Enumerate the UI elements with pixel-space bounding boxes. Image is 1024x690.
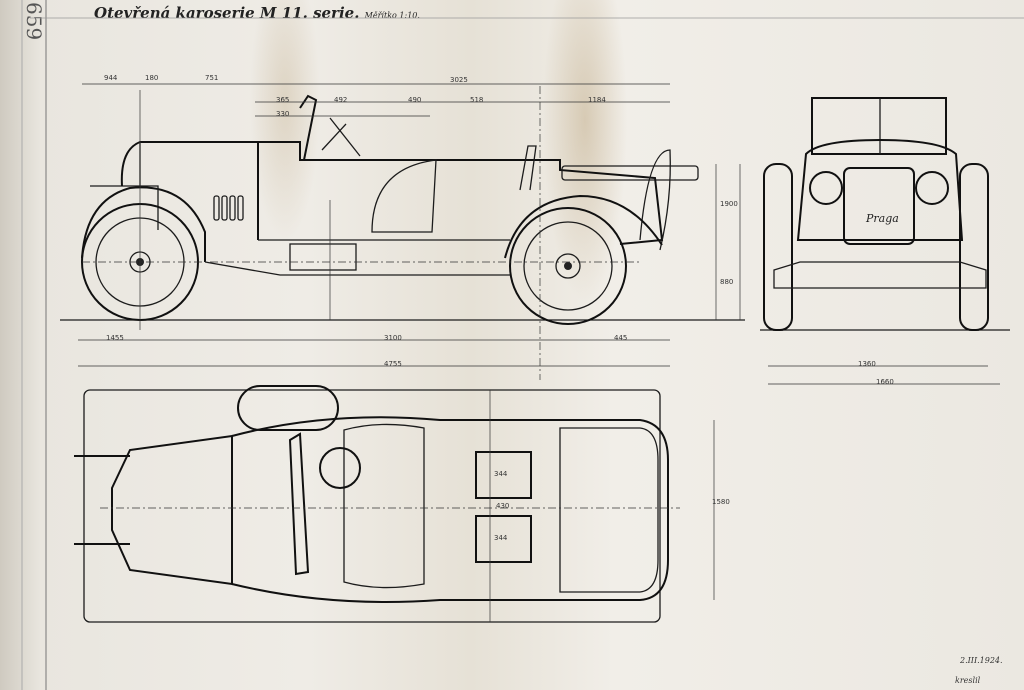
dim-side-bottom-1: 1455 (106, 334, 124, 342)
side-view (60, 83, 745, 380)
drawing-title: Otevřená karoserie M 11. serie. Měřítko … (94, 4, 420, 22)
brand-script: Praga (865, 212, 899, 225)
plan-view (74, 385, 715, 623)
rear-wheel (509, 207, 627, 325)
left-front-tyre (763, 163, 793, 331)
dim-side-top-2: 180 (145, 74, 159, 82)
dim-plan-seat-2: 344 (494, 534, 508, 542)
dim-front-width-2: 1660 (876, 378, 894, 386)
dim-side-top-3: 751 (205, 74, 219, 82)
dim-side-top-1: 944 (104, 74, 118, 82)
dim-plan-seat-1: 344 (494, 470, 508, 478)
rear-fender (504, 194, 663, 259)
dim-side-total-length: 4755 (384, 360, 402, 368)
title-scale: Měřítko 1:10. (364, 11, 420, 20)
dim-side-row2-2: 492 (334, 96, 348, 104)
right-headlamp (915, 171, 949, 205)
spare-tyre-plan (237, 385, 339, 431)
dim-side-row2-3: 490 (408, 96, 422, 104)
dim-side-height-right: 1900 (720, 200, 738, 208)
front-view (760, 97, 1010, 385)
windscreen (299, 94, 318, 161)
dim-side-bottom-3: 445 (614, 334, 628, 342)
plan-seat-front (475, 451, 532, 499)
dim-plan-width: 1580 (712, 498, 730, 506)
plan-outline (83, 389, 661, 623)
plan-seat-rear (475, 515, 532, 563)
right-front-tyre (959, 163, 989, 331)
radiator-grille (843, 167, 915, 245)
title-text: Otevřená karoserie M 11. serie. (94, 4, 360, 22)
left-headlamp (809, 171, 843, 205)
dim-side-height-lower: 880 (720, 278, 734, 286)
hood-louvers (213, 195, 244, 221)
sheet-border (21, 0, 1024, 690)
signature-note: kreslil (955, 676, 981, 685)
date-note: 2.III.1924. (960, 656, 1003, 665)
plan-steering-wheel (319, 447, 361, 489)
front-fender (81, 186, 206, 262)
dim-side-row3-1: 330 (276, 110, 290, 118)
dim-side-bottom-2: 3100 (384, 334, 402, 342)
dim-side-row2-4: 518 (470, 96, 484, 104)
dim-front-width-1: 1360 (858, 360, 876, 368)
dim-side-row2-5: 1184 (588, 96, 606, 104)
dim-side-row2-1: 365 (276, 96, 290, 104)
dim-side-top-total: 3025 (450, 76, 468, 84)
plan-hood (111, 434, 233, 586)
dim-plan-mid: 430 (496, 502, 510, 510)
front-windscreen (811, 97, 947, 155)
